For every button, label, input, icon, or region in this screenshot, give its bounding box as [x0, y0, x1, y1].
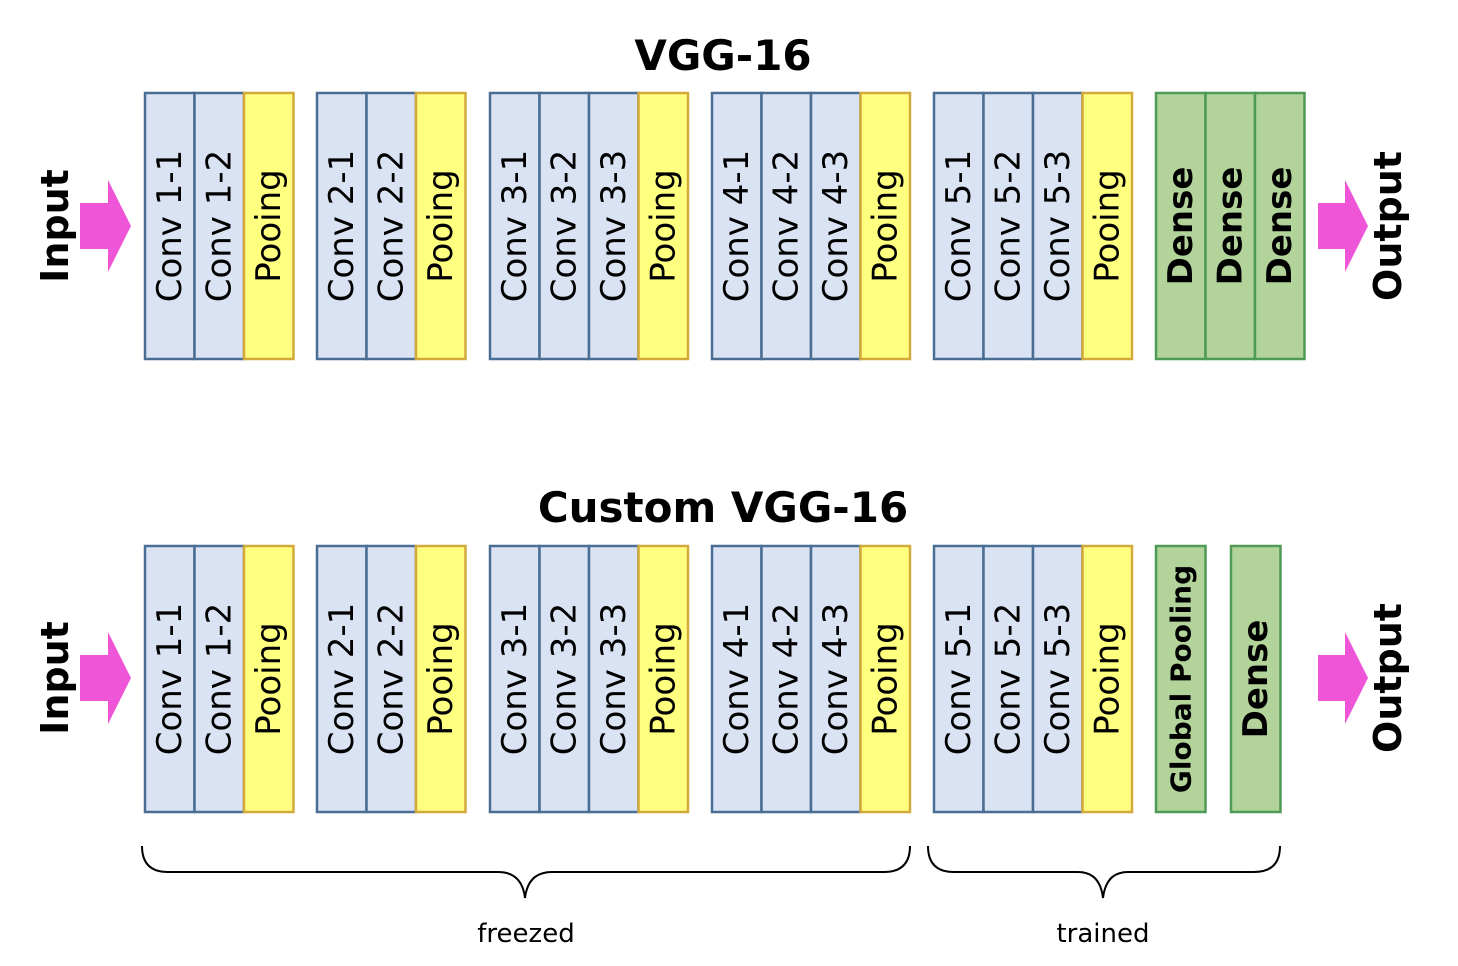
vgg16-layer-conv-1-2-label: Conv 1-2 — [199, 150, 239, 303]
vgg16-layer-pooing-box — [242, 91, 295, 361]
vgg16-layer-conv-2-2-box — [365, 91, 418, 361]
vgg16-layer-pooing-box — [637, 91, 690, 361]
custom-vgg16-layer-conv-4-3-box — [809, 544, 862, 814]
vgg16-layer-conv-3-2-box — [538, 91, 591, 361]
custom-vgg16-layer-pooing-label: Pooing — [1087, 622, 1127, 735]
vgg16-layer-conv-2-1-label: Conv 2-1 — [322, 150, 362, 303]
custom-vgg16-layer-conv-3-3-label: Conv 3-3 — [594, 603, 634, 756]
freezed-label: freezed — [477, 919, 574, 949]
vgg16-layer-conv-2-2-label: Conv 2-2 — [371, 150, 411, 303]
custom-vgg16-layer-conv-3-1-label: Conv 3-1 — [495, 603, 535, 756]
custom-vgg16-layer-conv-5-2-label: Conv 5-2 — [988, 603, 1028, 756]
vgg16-layer-conv-5-3-box — [1031, 91, 1084, 361]
vgg16-layer-conv-5-2-label: Conv 5-2 — [988, 150, 1028, 303]
vgg16-layer-conv-3-1-box — [488, 91, 541, 361]
vgg16-layer-conv-3-3-box — [587, 91, 640, 361]
custom-vgg16-output-label: Output — [1366, 603, 1410, 753]
vgg16-layer-conv-5-1-label: Conv 5-1 — [939, 150, 979, 303]
vgg16-layer-pooing-box — [414, 91, 467, 361]
vgg16-layer-conv-4-2-box — [760, 91, 813, 361]
vgg16-layer-conv-3-3-label: Conv 3-3 — [594, 150, 634, 303]
custom-vgg16-layer-conv-5-1-label: Conv 5-1 — [939, 603, 979, 756]
vgg16-layer-conv-3-2-label: Conv 3-2 — [544, 150, 584, 303]
custom-vgg16-layer-pooing-label: Pooing — [643, 622, 683, 735]
custom-vgg16-layer-conv-1-2-box — [193, 544, 246, 814]
custom-vgg16-layer-global-pooling-box — [1154, 544, 1207, 814]
custom-vgg16-layer-pooing-box — [414, 544, 467, 814]
custom-vgg16-layer-conv-5-3-label: Conv 5-3 — [1038, 603, 1078, 756]
vgg16-output-label: Output — [1366, 151, 1410, 301]
custom-vgg16-layer-conv-1-1-label: Conv 1-1 — [150, 603, 190, 756]
vgg16-title: VGG-16 — [634, 31, 811, 80]
vgg16-layer-conv-1-2-box — [193, 91, 246, 361]
custom-vgg16-layer-dense-box — [1229, 544, 1282, 814]
custom-vgg16-layer-pooing-label: Pooing — [421, 622, 461, 735]
custom-vgg16-layer-conv-4-1-label: Conv 4-1 — [717, 603, 757, 756]
trained-brace — [927, 845, 1281, 899]
vgg16-layer-pooing-label: Pooing — [249, 169, 289, 282]
vgg16-layer-dense-label: Dense — [1161, 167, 1201, 286]
vgg16-layer-conv-5-3-label: Conv 5-3 — [1038, 150, 1078, 303]
vgg16-input-label: Input — [33, 169, 77, 283]
vgg16-layer-conv-4-3-box — [809, 91, 862, 361]
custom-vgg16-input-label: Input — [33, 621, 77, 735]
custom-vgg16-layer-conv-3-1-box — [488, 544, 541, 814]
custom-vgg16-layer-pooing-box — [859, 544, 912, 814]
vgg16-layer-pooing-label: Pooing — [865, 169, 905, 282]
vgg16-layer-pooing-label: Pooing — [643, 169, 683, 282]
custom-vgg16-layer-conv-5-1-box — [932, 544, 985, 814]
vgg16-layer-conv-1-1-box — [143, 91, 196, 361]
custom-vgg16-layer-conv-3-2-label: Conv 3-2 — [544, 603, 584, 756]
custom-vgg16-layer-pooing-label: Pooing — [249, 622, 289, 735]
vgg16-layer-dense-box — [1253, 91, 1306, 361]
custom-vgg16-title: Custom VGG-16 — [538, 483, 908, 532]
vgg16-layer-conv-5-2-box — [982, 91, 1035, 361]
vgg16-layer-pooing-box — [859, 91, 912, 361]
custom-vgg16-layer-conv-2-2-label: Conv 2-2 — [371, 603, 411, 756]
vgg16-layer-dense-label: Dense — [1210, 167, 1250, 286]
freezed-brace — [141, 845, 911, 899]
custom-vgg16-layer-pooing-box — [242, 544, 295, 814]
vgg16-layer-dense-box — [1154, 91, 1207, 361]
custom-vgg16-layer-conv-5-3-box — [1031, 544, 1084, 814]
custom-vgg16-layer-conv-4-3-label: Conv 4-3 — [816, 603, 856, 756]
vgg16-output-arrow — [1318, 180, 1368, 272]
vgg16-layer-dense-box — [1204, 91, 1257, 361]
custom-vgg16-output-arrow — [1318, 632, 1368, 724]
trained-label: trained — [1056, 919, 1149, 949]
custom-vgg16-layer-conv-2-1-box — [315, 544, 368, 814]
custom-vgg16-layer-conv-1-1-box — [143, 544, 196, 814]
vgg16-layer-pooing-label: Pooing — [1087, 169, 1127, 282]
custom-vgg16-layer-pooing-box — [637, 544, 690, 814]
vgg16-layer-conv-4-1-label: Conv 4-1 — [717, 150, 757, 303]
vgg16-layer-conv-4-3-label: Conv 4-3 — [816, 150, 856, 303]
custom-vgg16-layer-pooing-label: Pooing — [865, 622, 905, 735]
custom-vgg16-layer-conv-3-2-box — [538, 544, 591, 814]
vgg16-layer-conv-1-1-label: Conv 1-1 — [150, 150, 190, 303]
vgg16-layer-conv-4-2-label: Conv 4-2 — [766, 150, 806, 303]
custom-vgg16-layer-global-pooling-label: Global Pooling — [1164, 565, 1197, 793]
custom-vgg16-layer-conv-5-2-box — [982, 544, 1035, 814]
vgg16-layer-pooing-box — [1081, 91, 1134, 361]
custom-vgg16-layer-conv-1-2-label: Conv 1-2 — [199, 603, 239, 756]
vgg16-layer-dense-label: Dense — [1260, 167, 1300, 286]
custom-vgg16-layer-dense-label: Dense — [1236, 620, 1276, 739]
vgg16-layer-conv-3-1-label: Conv 3-1 — [495, 150, 535, 303]
vgg16-input-arrow — [80, 180, 131, 272]
custom-vgg16-input-arrow — [80, 632, 131, 724]
custom-vgg16-layer-pooing-box — [1081, 544, 1134, 814]
vgg16-layer-pooing-label: Pooing — [421, 169, 461, 282]
custom-vgg16-layer-conv-2-1-label: Conv 2-1 — [322, 603, 362, 756]
custom-vgg16-layer-conv-4-2-label: Conv 4-2 — [766, 603, 806, 756]
